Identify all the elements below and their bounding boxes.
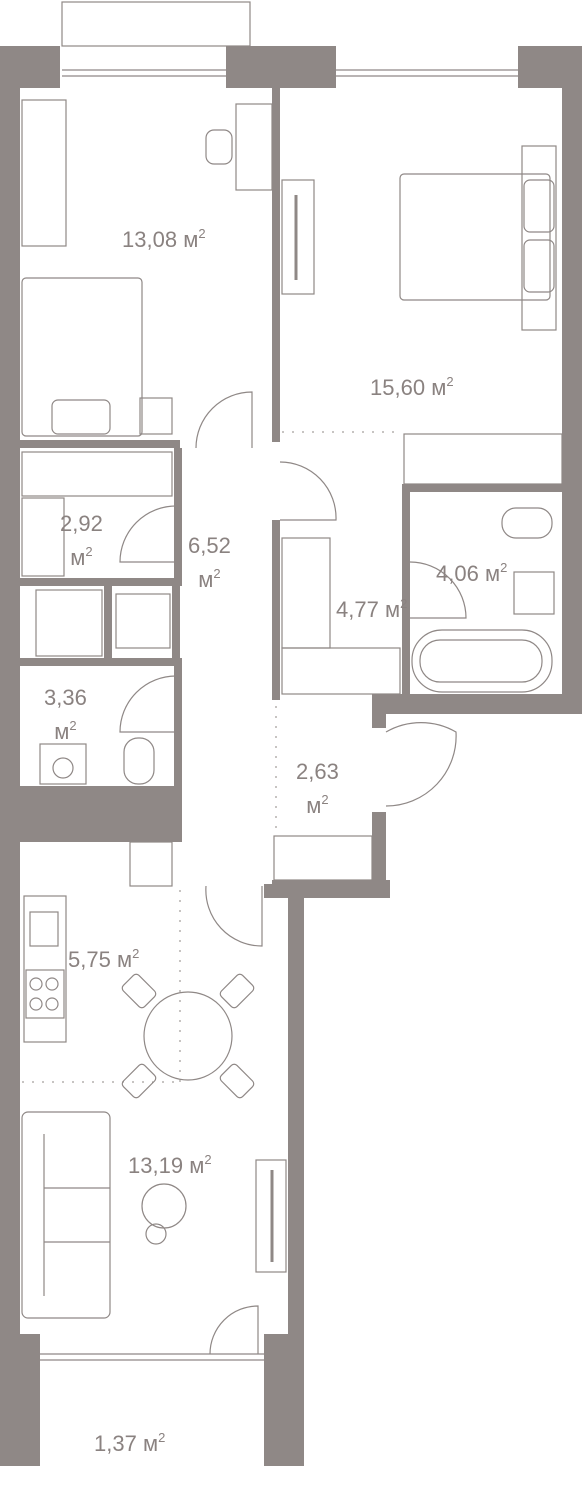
- tv-stand-bedroom2: [281, 179, 315, 295]
- wall-right: [562, 46, 582, 714]
- wall-wc-right: [174, 666, 182, 842]
- wardrobe-bedroom2: [403, 433, 563, 485]
- chair-1: [121, 973, 157, 1009]
- bed-1: [21, 277, 143, 437]
- wall-shaft-left: [104, 586, 112, 658]
- sink-wc-basin: [52, 757, 74, 779]
- pillow-2b: [523, 239, 555, 293]
- wall-balcony-right: [264, 1334, 304, 1466]
- wall-wardrobe-left: [272, 520, 280, 700]
- wall-bath-top: [402, 484, 562, 492]
- wall-top-left: [0, 46, 60, 88]
- coffee-table: [141, 1183, 187, 1229]
- wall-wc-top: [20, 658, 182, 666]
- chair-2: [219, 973, 255, 1009]
- toilet-bath: [501, 507, 553, 539]
- pillow-2a: [523, 179, 555, 233]
- wall-closet2-right: [372, 812, 386, 898]
- toilet-wc: [123, 737, 155, 785]
- shelf-bedroom1: [21, 99, 67, 247]
- zone-separators: [22, 431, 402, 1083]
- sink-bath: [513, 571, 555, 615]
- shelf-closet1-side: [21, 497, 65, 577]
- pillow-1: [51, 399, 111, 435]
- washing-machine: [35, 589, 103, 657]
- chair-3: [121, 1063, 157, 1099]
- wall-top-middle: [226, 46, 336, 88]
- headboard: [521, 145, 557, 331]
- fixtures: [21, 1, 563, 1361]
- wall-bath-left: [402, 488, 410, 700]
- sink-kitchen: [29, 911, 59, 947]
- wall-between-bedrooms: [272, 88, 280, 442]
- wall-wc-bottom: [20, 786, 182, 842]
- walls: [0, 46, 582, 1466]
- tv-stand-living: [255, 1159, 287, 1273]
- hob: [25, 969, 65, 1019]
- shelf-wardrobe-side: [281, 537, 331, 649]
- fridge: [129, 841, 173, 887]
- sink-wc: [39, 743, 87, 785]
- shelf-wardrobe-bottom: [281, 647, 401, 695]
- wall-shaft-right: [172, 586, 180, 658]
- boiler: [115, 593, 171, 649]
- nightstand-1: [139, 397, 173, 435]
- room-area-bathroom: 4,06 м2: [436, 560, 508, 586]
- room-area-wardrobe: 4,77 м2: [336, 596, 408, 622]
- bathtub: [411, 629, 553, 693]
- wall-closet1-bottom: [20, 578, 182, 586]
- sofa: [21, 1111, 111, 1319]
- counter: [23, 895, 67, 1043]
- shelf-closet2: [273, 835, 373, 881]
- room-area-living-room: 13,19 м2: [128, 1152, 212, 1178]
- wall-balcony-left: [20, 1334, 40, 1466]
- wall-bedroom1-bottom: [20, 440, 180, 448]
- wall-closet2-stub: [372, 694, 386, 728]
- wall-bath-bottom: [372, 694, 582, 714]
- bed-2: [399, 173, 551, 301]
- dining-table: [143, 991, 233, 1081]
- chair: [205, 129, 233, 165]
- doors: [119, 391, 467, 1355]
- wall-closet1-right: [174, 448, 182, 580]
- wall-left: [0, 46, 20, 1466]
- room-area-balcony: 1,37 м2: [94, 1430, 166, 1456]
- shelf-closet1-top: [21, 451, 173, 497]
- chair-4: [219, 1063, 255, 1099]
- window-bay-1: [61, 1, 251, 47]
- room-area-kitchen: 5,75 м2: [68, 946, 140, 972]
- room-area-bedroom-2: 15,60 м2: [370, 374, 454, 400]
- room-area-bedroom-1: 13,08 м2: [122, 226, 206, 252]
- wall-living-right: [288, 884, 304, 1350]
- desk: [235, 103, 273, 191]
